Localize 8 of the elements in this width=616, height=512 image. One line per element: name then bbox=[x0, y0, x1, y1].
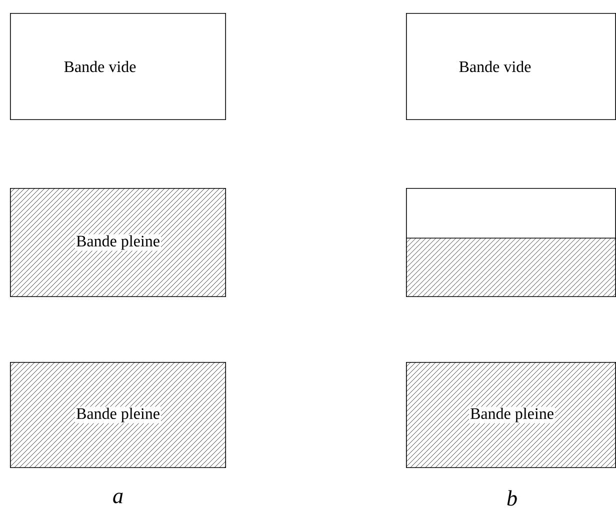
empty-band: Bande vide bbox=[406, 13, 616, 120]
empty-band: Bande vide bbox=[10, 13, 226, 120]
partly-hatched-band bbox=[406, 188, 616, 297]
panel-letter: b bbox=[507, 490, 517, 506]
hatched-band: Bande pleine bbox=[10, 188, 226, 297]
hatched-band: Bande pleine bbox=[406, 362, 616, 468]
hatched-band: Bande pleine bbox=[10, 362, 226, 468]
panel-letter: a bbox=[113, 492, 123, 504]
